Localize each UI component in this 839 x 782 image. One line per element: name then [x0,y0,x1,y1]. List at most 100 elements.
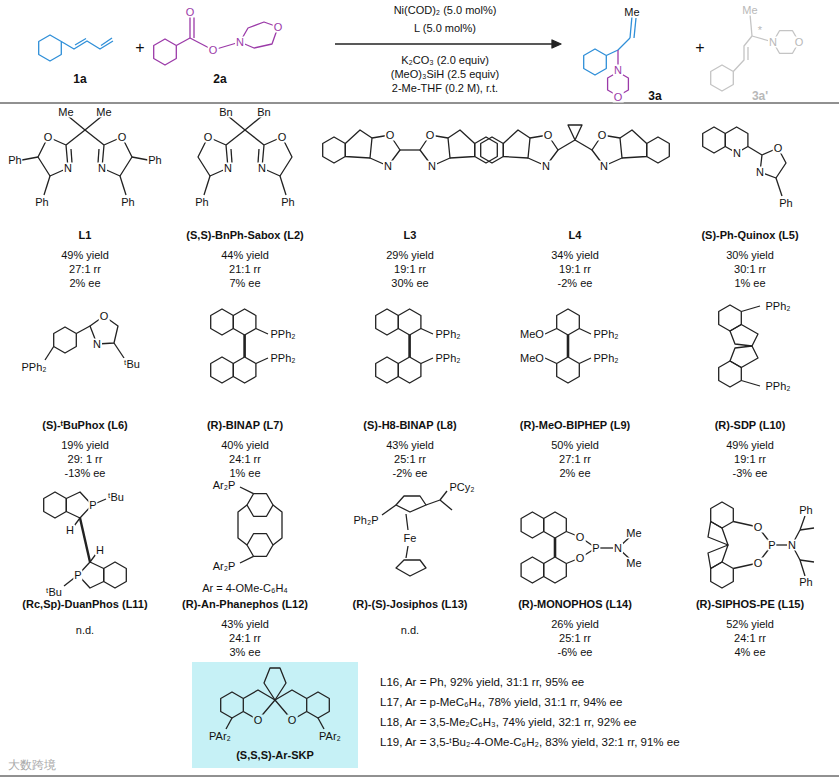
result-text: 43% yield [386,439,434,452]
result-text: Ni(COD)₂ (5.0 mol%) [394,4,497,17]
result-text: 49% yield [726,439,774,452]
result-text: -13% ee [65,467,106,480]
atom-label: N [427,161,437,172]
atom-label: PPh₂ [434,329,461,340]
result-text: L (5.0 mol%) [414,22,476,35]
ligand-name: (S)-Ph-Quinox (L5) [701,229,798,242]
result-text: 50% yield [551,439,599,452]
plus-sign: + [135,39,144,57]
atom-label: O [773,143,784,154]
atom-label: N [613,65,623,76]
atom-label: O [117,132,128,143]
atom-label: PPh₂ [434,353,461,364]
result-text: 25:1 rr [559,632,591,645]
ligand-name: L4 [569,229,582,242]
atom-label: N [383,161,393,172]
result-text: 44% yield [221,249,269,262]
result-text: 2-Me-THF (0.2 M), r.t. [392,82,498,95]
atom-label: ᵗBu [123,359,141,370]
atom-label: N [755,167,765,178]
atom-label: O [287,715,298,726]
result-text: 26% yield [551,618,599,631]
atom-label: O [208,45,219,56]
atom-label: O [543,130,554,141]
atom-label: Me [95,107,112,118]
compound-number: 1a [73,73,86,87]
ligand-name: (S)-H8-BINAP (L8) [363,419,456,432]
atom-label: Ph [778,198,793,209]
result-text: 24:1 rr [229,453,261,466]
result-text: 7% ee [229,277,260,290]
result-text: K₂CO₃ (2.0 equiv) [401,54,489,67]
ligand-name: (R)-MeO-BIPHEP (L9) [520,419,630,432]
atom-label: N [235,37,245,48]
atom-label: N [787,540,797,551]
result-text: 43% yield [221,618,269,631]
result-text: 25:1 rr [394,453,426,466]
result-text: 19% yield [61,439,109,452]
atom-label: P [73,570,82,581]
result-text: 1% ee [734,277,765,290]
ligand-name: (Rc,Sp)-DuanPhos (L11) [22,598,147,611]
atom-label: PPh₂ [20,362,47,373]
atom-label: H [65,525,75,536]
result-text: 4% ee [734,646,765,659]
atom-label: MeO [519,353,545,364]
watermark: 大数跨境 [8,759,56,773]
ligand-result-line: L19, Ar = 3,5-ᵗBu₂-4-OMe-C₆H₂, 83% yield… [380,736,680,749]
atom-label: Ph [120,197,135,208]
result-text: 24:1 rr [734,632,766,645]
atom-label: Ph [280,197,295,208]
result-text: -6% ee [558,646,593,659]
atom-label: O [253,715,264,726]
ligand-name: (S)-ᵗBuPhox (L6) [42,419,128,432]
result-text: 29: 1 rr [68,453,103,466]
atom-label: N [92,339,102,350]
atom-label: N [223,163,233,174]
result-text: 34% yield [551,249,599,262]
result-text: 40% yield [221,439,269,452]
atom-label: O [277,132,288,143]
atom-label: Me [57,107,74,118]
atom-label: MeO [519,329,545,340]
result-text: 52% yield [726,618,774,631]
result-text: n.d. [401,624,419,637]
atom-label: O [575,532,586,543]
atom-label: O [385,130,396,141]
atom-label: PPh₂ [764,381,791,392]
atom-label: O [753,558,764,569]
atom-label: PAr₂ [318,731,342,742]
ligand-name: (S,S)-BnPh-Sabox (L2) [186,229,303,242]
atom-label: N [97,163,107,174]
result-text: 2% ee [559,467,590,480]
result-text: 19:1 rr [394,263,426,276]
atom-label: Ph [194,197,209,208]
atom-label: O [203,132,214,143]
ligand-name: (R)-An-Phanephos (L12) [182,598,308,611]
atom-label: Ph [34,197,49,208]
atom-label: O [597,130,608,141]
result-text: -2% ee [393,467,428,480]
ligand-name: L1 [79,229,92,242]
compound-number: 3a [648,90,661,104]
atom-label: Ar₂P [212,561,237,572]
result-text: (MeO)₃SiH (2.5 equiv) [391,68,499,81]
atom-label: O [99,311,110,322]
ligand-name: (R)-(S)-Josiphos (L13) [353,598,468,611]
atom-label: N [768,37,778,48]
atom-label: ᵗBu [107,492,125,503]
result-text: 19:1 rr [734,453,766,466]
result-text: 49% yield [61,249,109,262]
atom-label: O [43,132,54,143]
ligand-result-line: L17, Ar = p-MeC₆H₄, 78% yield, 31:1 rr, … [380,696,622,709]
result-text: 27:1 rr [559,453,591,466]
atom-label: O [185,7,196,18]
atom-label: O [575,553,586,564]
result-text: 30:1 rr [734,263,766,276]
atom-label: Ar₂P [212,480,237,491]
ligand-result-line: L16, Ar = Ph, 92% yield, 31:1 rr, 95% ee [380,676,584,689]
atom-label: PPh₂ [269,353,296,364]
result-text: 2% ee [69,277,100,290]
atom-label: O [613,92,624,103]
atom-label: PAr₂ [208,731,232,742]
